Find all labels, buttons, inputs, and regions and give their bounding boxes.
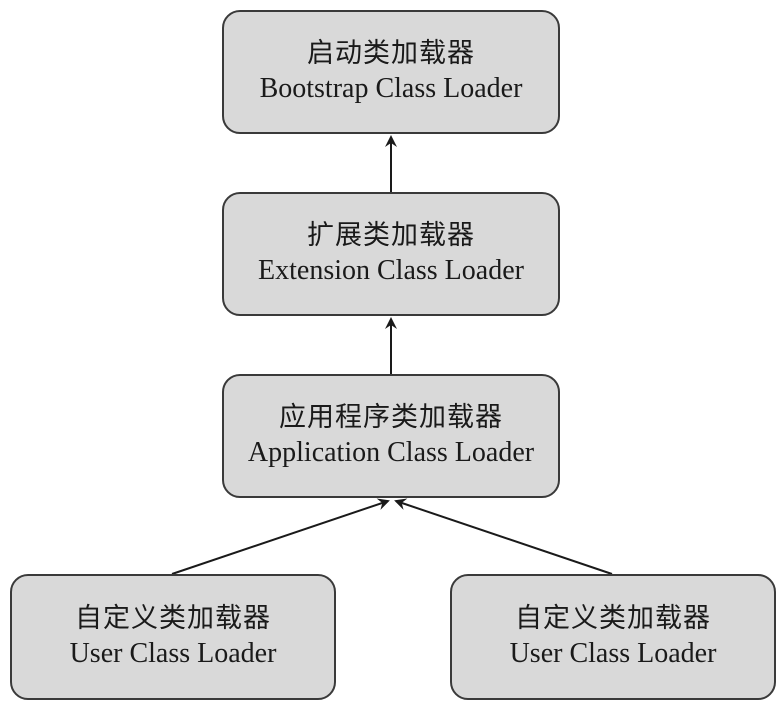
application-class-loader-node: 应用程序类加载器 Application Class Loader [222,374,560,498]
node-chinese-label: 扩展类加载器 [307,220,475,251]
extension-class-loader-node: 扩展类加载器 Extension Class Loader [222,192,560,316]
user-class-loader-node-right: 自定义类加载器 User Class Loader [450,574,776,700]
edge-user-right-to-application [394,498,613,575]
user-class-loader-node-left: 自定义类加载器 User Class Loader [10,574,336,700]
node-chinese-label: 自定义类加载器 [75,603,271,634]
bootstrap-class-loader-node: 启动类加载器 Bootstrap Class Loader [222,10,560,134]
node-chinese-label: 启动类加载器 [307,38,475,69]
node-chinese-label: 自定义类加载器 [515,603,711,634]
node-english-label: Bootstrap Class Loader [259,73,523,104]
node-english-label: User Class Loader [509,638,717,669]
node-english-label: Application Class Loader [247,437,535,468]
node-english-label: User Class Loader [69,638,277,669]
edge-user-left-to-application [171,498,390,575]
node-chinese-label: 应用程序类加载器 [279,402,503,433]
node-english-label: Extension Class Loader [258,255,524,286]
